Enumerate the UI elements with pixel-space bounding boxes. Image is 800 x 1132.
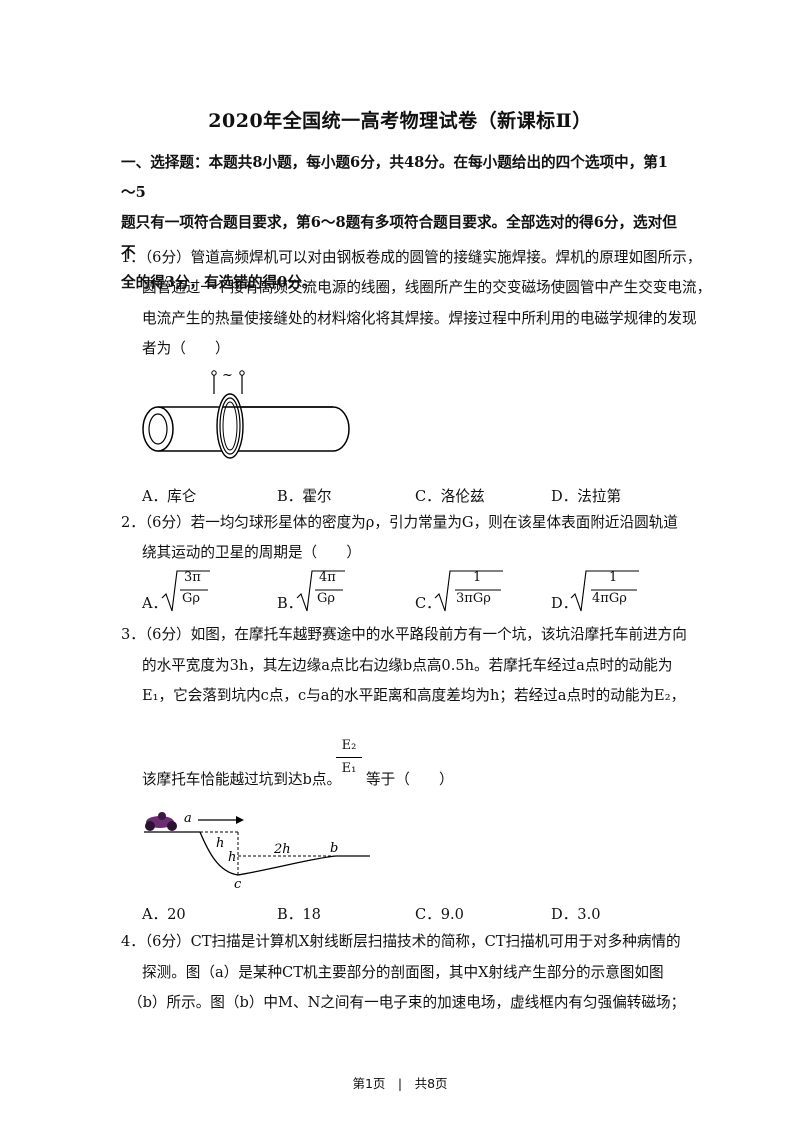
sqrt-icon	[570, 570, 639, 612]
q2-line: 2．（6分）若一均匀球形星体的密度为ρ，引力常量为G，则在该星体表面附近沿圆轨道	[121, 514, 678, 531]
q4-line: 4．（6分）CT扫描是计算机X射线断层扫描技术的简称，CT扫描机可用于对多种病情…	[121, 933, 681, 950]
q2-line: 绕其运动的卫星的周期是（ ）	[142, 544, 361, 561]
q3-option-c: C．9.0	[415, 906, 464, 923]
q3-fraction: E₂ E₁	[336, 737, 362, 778]
fraction-numerator: 3π	[184, 570, 201, 585]
fraction-numerator: 1	[609, 570, 618, 585]
section-header: 一、选择题：本题共8小题，每小题6分，共48分。在每小题给出的四个选项中，第1～…	[121, 148, 681, 298]
motorcycle-icon	[145, 812, 177, 831]
section-line: 题只有一项符合题目要求，第6～8题有多项符合题目要求。全部选对的得6分，选对但不	[121, 214, 677, 261]
sqrt-icon	[161, 570, 210, 612]
fraction-denominator: Gρ	[182, 591, 201, 606]
q4-line: 探测。图（a）是某种CT机主要部分的剖面图，其中X射线产生部分的示意图如图	[142, 964, 664, 981]
q1-option-d: D．法拉第	[551, 488, 622, 505]
q3-option-d: D．3.0	[551, 906, 601, 923]
option-letter: C．	[415, 595, 441, 612]
q1-option-b: B．霍尔	[277, 488, 332, 505]
label-2h: 2h	[273, 842, 291, 857]
q3-option-b: B．18	[277, 906, 321, 923]
q3-line-tail: 该摩托车恰能越过坑到达b点。	[142, 771, 342, 788]
label-c: c	[234, 877, 242, 892]
q1-line: 电流产生的热量使接缝处的材料熔化将其焊接。焊接过程中所利用的电磁学规律的发现	[142, 310, 697, 327]
q3-line: E₁，它会落到坑内c点，c与a的水平距离和高度差均为h；若经过a点时的动能为E₂…	[142, 687, 686, 704]
fraction-bar	[336, 757, 362, 758]
fraction-numerator: 4π	[319, 570, 336, 585]
fraction-denominator: Gρ	[317, 591, 336, 606]
q3-option-a: A．20	[142, 906, 186, 923]
option-letter: D．	[551, 595, 578, 612]
q1-option-c: C．洛伦兹	[415, 488, 485, 505]
fraction-denominator: 3πGρ	[456, 591, 491, 606]
sqrt-icon	[434, 570, 503, 612]
fraction-numerator: 1	[473, 570, 482, 585]
sqrt-icon	[296, 570, 345, 612]
label-h-upper: h	[216, 836, 224, 851]
option-letter: B．	[277, 595, 303, 612]
q1-line: 圆管通过一个接有高频交流电源的线圈，线圈所产生的交变磁场使圆管中产生交变电流，	[142, 279, 712, 296]
label-h-lower: h	[228, 850, 236, 865]
option-letter: A．	[142, 595, 168, 612]
motorcycle-pit-figure: a h h 2h b c	[144, 811, 370, 892]
page-footer: 第1页 | 共8页	[352, 1076, 448, 1091]
q4-line: （b）所示。图（b）中M、N之间有一电子束的加速电场，虚线框内有匀强偏转磁场；	[128, 994, 686, 1011]
ac-source-symbol: ~	[222, 368, 233, 383]
page-title: 2020年全国统一高考物理试卷（新课标Ⅱ）	[208, 110, 592, 132]
pipe-coil-figure: ~	[142, 368, 350, 459]
q1-line: 1．（6分）管道高频焊机可以对由钢板卷成的圆管的接缝实施焊接。焊机的原理如图所示…	[121, 249, 702, 266]
label-b: b	[330, 841, 338, 856]
q3-line: 3．（6分）如图，在摩托车越野赛途中的水平路段前方有一个坑，该坑沿摩托车前进方向	[121, 626, 687, 643]
q3-line-tail-end: 等于（ ）	[366, 771, 454, 788]
section-line: 一、选择题：本题共8小题，每小题6分，共48分。在每小题给出的四个选项中，第1～…	[121, 154, 668, 201]
fraction-numerator: E₂	[341, 738, 357, 753]
q1-option-a: A．库仑	[142, 488, 197, 505]
label-a: a	[184, 811, 192, 826]
section-line: 全的得3分，有选错的得0分。	[121, 274, 317, 291]
q3-line: 的水平宽度为3h，其左边缘a点比右边缘b点高0.5h。若摩托车经过a点时的动能为	[142, 657, 673, 674]
q1-line: 者为（ ）	[142, 340, 230, 357]
fraction-denominator: E₁	[341, 761, 357, 776]
fraction-denominator: 4πGρ	[592, 591, 627, 606]
